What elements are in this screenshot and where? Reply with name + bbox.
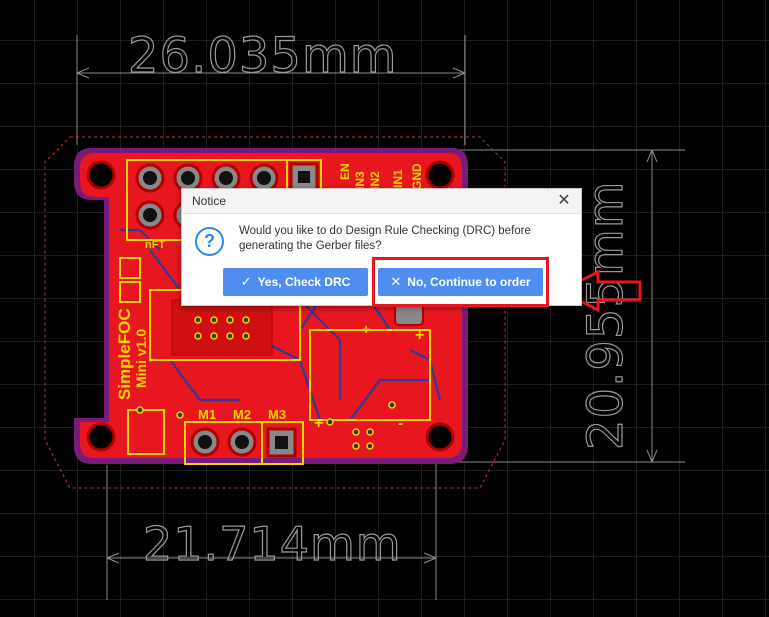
vias	[136, 316, 396, 450]
check-icon: ✓	[240, 274, 252, 289]
yes-button-label: Yes, Check DRC	[257, 275, 351, 289]
question-icon: ?	[195, 227, 224, 256]
dialog-message: Would you like to do Design Rule Checkin…	[239, 225, 531, 252]
dialog-titlebar[interactable]: Notice ✕	[182, 189, 581, 214]
mounting-holes	[86, 160, 455, 452]
header-label-in1: IN1	[391, 169, 405, 188]
dimension-bottom-text: 21.714mm	[143, 517, 402, 571]
motor-label-m2: M2	[233, 407, 251, 422]
plus-label-cap: +	[362, 321, 370, 337]
header-label-in2: IN2	[368, 171, 382, 190]
yes-check-drc-button[interactable]: ✓ Yes, Check DRC	[223, 268, 368, 296]
notice-dialog: Notice ✕ ? Would you like to do Design R…	[181, 188, 582, 306]
dimension-top-text: 26.035mm	[128, 28, 397, 84]
motor-pads	[190, 427, 297, 458]
plus-label-right: +	[415, 327, 424, 344]
board-name: SimpleFOC	[115, 308, 134, 400]
header-label-in3: IN3	[353, 171, 367, 190]
header-label-en: EN	[338, 163, 352, 180]
close-icon[interactable]: ✕	[557, 192, 571, 209]
no-button-label: No, Continue to order	[407, 275, 531, 289]
dimension-right-text: 20.955mm	[578, 181, 634, 450]
motor-label-m3: M3	[268, 407, 286, 422]
ic-chip	[171, 299, 273, 356]
header-label-gnd: GND	[410, 163, 424, 190]
annotation-arrow	[556, 269, 642, 313]
no-continue-button[interactable]: ✕ No, Continue to order	[378, 268, 543, 296]
board-version: Mini v1.0	[133, 329, 149, 388]
x-icon: ✕	[390, 274, 402, 289]
header-pads	[135, 162, 319, 230]
dimension-top	[76, 35, 466, 145]
dialog-title: Notice	[192, 194, 227, 208]
plus-label-left: +	[314, 415, 323, 432]
motor-label-m1: M1	[198, 407, 216, 422]
nfet-label: nFT	[145, 239, 165, 251]
dimension-right	[440, 149, 685, 463]
board-keepout-outline	[44, 136, 506, 489]
minus-label: -	[398, 415, 403, 432]
dimension-bottom	[106, 440, 437, 600]
annotation-highlight-box	[372, 257, 549, 307]
